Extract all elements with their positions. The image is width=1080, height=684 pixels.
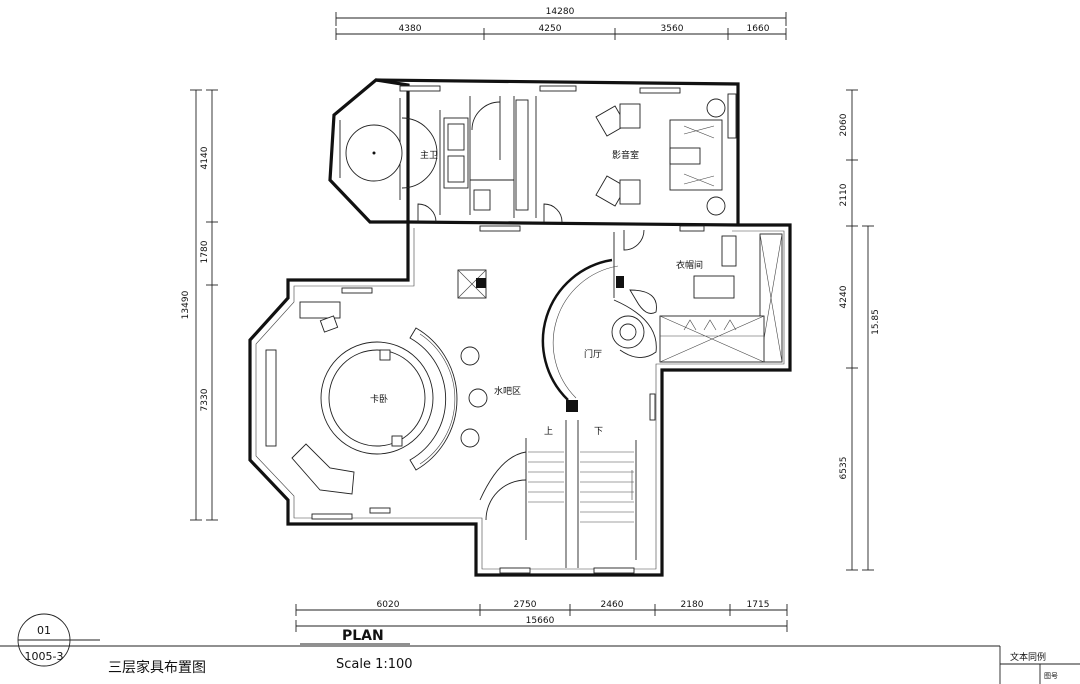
top-dimension-line: 14280 4380 4250 3560 1660 xyxy=(335,7,787,40)
right-dimension-3: 4240 xyxy=(839,285,849,308)
room-label-foyer: 门厅 xyxy=(584,348,602,360)
bottom-dimension-1: 6020 xyxy=(377,600,400,610)
foyer: 门厅 xyxy=(541,258,657,412)
armchair-4 xyxy=(619,179,641,205)
island-cabinet xyxy=(693,275,735,299)
left-dimension-2: 1780 xyxy=(200,240,210,263)
stairs: 上 下 xyxy=(479,420,637,568)
left-dimension-1: 4140 xyxy=(200,146,210,169)
stair-label-down: 下 xyxy=(594,427,603,437)
right-dimension-1: 2060 xyxy=(839,113,849,136)
top-dimension-2: 4250 xyxy=(539,24,562,34)
top-dimension-3: 3560 xyxy=(661,24,684,34)
toilet xyxy=(473,189,491,211)
left-total-dimension: 13490 xyxy=(181,290,191,319)
title-corner-note: 图号 xyxy=(1044,672,1058,680)
reference-number: 01 xyxy=(37,624,51,637)
room-label-theater: 影音室 xyxy=(612,149,639,161)
title-corner-label: 文本同例 xyxy=(1010,651,1046,663)
round-console xyxy=(611,315,645,349)
right-dimension-line: 2060 2110 4240 6535 15.85 xyxy=(839,89,881,571)
lounge-chair xyxy=(291,443,355,495)
desk xyxy=(299,301,341,319)
stair-label-up: 上 xyxy=(544,426,553,437)
left-dimension-line: 13490 4140 1780 7330 xyxy=(181,89,218,521)
room-label-master-bath: 主卫 xyxy=(420,149,438,161)
title-block: 01 1005-3 PLAN 三层家具布置图 Scale 1:100 文本同例 … xyxy=(0,613,1080,684)
bottom-dimension-4: 2180 xyxy=(681,600,704,610)
drawing-scale: Scale 1:100 xyxy=(336,657,413,672)
central-area xyxy=(457,269,487,299)
bar-stool-2 xyxy=(468,388,488,408)
door-swings xyxy=(417,203,645,251)
round-bed xyxy=(320,341,434,455)
curved-bar-counter xyxy=(409,327,458,471)
theater-room: 影音室 xyxy=(595,93,737,216)
left-dimension-3: 7330 xyxy=(200,388,210,411)
right-dimension-2: 2110 xyxy=(839,183,849,206)
room-label-bedroom: 卡卧 xyxy=(370,393,388,405)
bar-stool-3 xyxy=(460,428,480,448)
master-bath: 主卫 xyxy=(339,96,514,215)
bar-stool-1 xyxy=(460,346,480,366)
drawing-title: 三层家具布置图 xyxy=(108,659,206,676)
armchair-2 xyxy=(619,103,641,129)
bottom-dimension-line: 6020 2750 2460 2180 1715 15660 xyxy=(295,600,788,632)
tv-cabinet xyxy=(265,349,277,447)
right-dimension-4: 6535 xyxy=(839,457,849,480)
room-label-bar: 水吧区 xyxy=(494,385,521,397)
bottom-total-dimension: 15660 xyxy=(526,616,555,626)
plan-label: PLAN xyxy=(342,628,384,644)
right-total-dimension: 15.85 xyxy=(871,309,881,335)
room-label-cloakroom: 衣帽间 xyxy=(676,259,703,271)
bottom-dimension-3: 2460 xyxy=(601,600,624,610)
exterior-walls xyxy=(248,78,792,577)
top-dimension-1: 4380 xyxy=(399,24,422,34)
bedroom-bar: 卡卧 水吧区 xyxy=(265,301,521,495)
windows xyxy=(311,85,705,574)
bottom-dimension-2: 2750 xyxy=(514,600,537,610)
closet-strip xyxy=(513,96,537,218)
cloakroom: 衣帽间 xyxy=(613,232,783,363)
top-total-dimension: 14280 xyxy=(546,7,575,17)
top-dimension-4: 1660 xyxy=(747,24,770,34)
reference-sheet: 1005-3 xyxy=(25,650,64,663)
bottom-dimension-5: 1715 xyxy=(747,600,770,610)
